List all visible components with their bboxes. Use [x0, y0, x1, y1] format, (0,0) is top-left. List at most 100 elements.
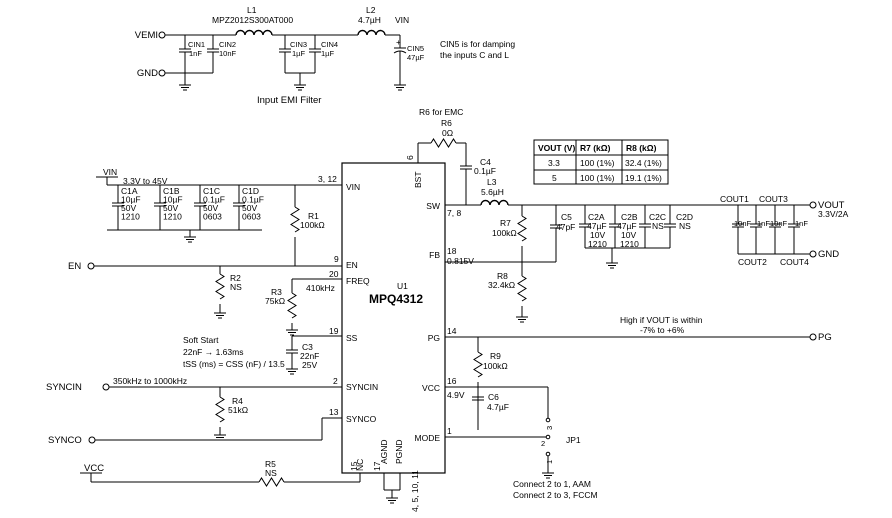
- gnd-terminal-emi[interactable]: [158, 69, 166, 77]
- ss-line-1: 22nF → 1.63ms: [183, 347, 243, 357]
- en-terminal[interactable]: [87, 262, 95, 270]
- vout-terminal[interactable]: [809, 201, 817, 209]
- r7-ref: R7: [500, 218, 511, 228]
- pin-vin-label: VIN: [346, 182, 360, 192]
- r8-ref: R8: [497, 271, 508, 281]
- input-cap-c1c-l3: 0603: [203, 212, 222, 222]
- l1-ref: L1: [247, 5, 257, 15]
- pg-note-1: High if VOUT is within: [620, 315, 703, 325]
- u1-part: MPQ4312: [369, 292, 423, 306]
- cin4-capacitor: CIN4 1µF: [309, 35, 338, 73]
- c2a-capacitor: C2A 47µF 10V 1210: [579, 205, 607, 249]
- syncin-label: SYNCIN: [46, 382, 82, 393]
- en-label: EN: [68, 261, 81, 272]
- pinnum-pgnd: 4, 5, 10, 11: [410, 470, 420, 512]
- pg-terminal[interactable]: [809, 333, 817, 341]
- l2-inductor: [357, 29, 386, 36]
- cin5-value: 47µF: [407, 53, 425, 62]
- input-cap-c1b-l3: 1210: [163, 212, 182, 222]
- input-cap-c1b-ref: C1B: [163, 186, 180, 196]
- jp1-pin-1[interactable]: [545, 451, 551, 457]
- ss-title: Soft Start: [183, 335, 219, 345]
- cin3-value: 1µF: [292, 49, 305, 58]
- l3-inductor: [480, 199, 509, 206]
- l2-ref: L2: [366, 5, 376, 15]
- pg-note-2: -7% to +6%: [640, 325, 685, 335]
- gnd-out-terminal[interactable]: [809, 250, 817, 258]
- vin-input-section: VIN 3.3V to 45V R1 100kΩ: [96, 167, 342, 262]
- jp1-label-3: 3: [545, 426, 554, 430]
- r3-value: 75kΩ: [265, 296, 285, 306]
- input-cap-c1b-l1: 10µF: [163, 195, 183, 205]
- pinnum-vcc: 16: [447, 376, 457, 386]
- input-cap-c1a-l2: 50V: [121, 203, 136, 213]
- cin3-ref: CIN3: [290, 40, 307, 49]
- ss-line-2: tSS (ms) = CSS (nF) / 13.5: [183, 359, 285, 369]
- input-cap-c1c-ref: C1C: [203, 186, 220, 196]
- l3-ref: L3: [487, 177, 497, 187]
- cin1-ref: CIN1: [188, 40, 205, 49]
- synco-terminal[interactable]: [88, 436, 96, 444]
- jp1-pin-2[interactable]: [545, 434, 551, 440]
- l2-value: 4.7µH: [358, 15, 381, 25]
- vcc-voltage: 4.9V: [447, 390, 465, 400]
- pin-syncin-label: SYNCIN: [346, 382, 378, 392]
- input-cap-c1c-l1: 0.1µF: [203, 195, 225, 205]
- input-cap-c1d-l3: 0603: [242, 212, 261, 222]
- mode-jp1-section: 3 2 1 JP1 Connect 2 to 1, AAM Connect 2 …: [445, 417, 598, 500]
- r6-note: R6 for EMC: [419, 107, 463, 117]
- r4-ref: R4: [232, 396, 243, 406]
- pinnum-sw: 7, 8: [447, 208, 461, 218]
- u1-ref: U1: [397, 281, 408, 291]
- jp1-label-1: 1: [545, 460, 554, 464]
- cout3-value: 10nF: [770, 219, 788, 228]
- r3-resistor: R3 75kΩ: [265, 279, 299, 336]
- cout1-value: 10nF: [734, 219, 752, 228]
- syncin-terminal[interactable]: [102, 383, 110, 391]
- jp1-pin-3[interactable]: [545, 417, 551, 423]
- vcc-label: VCC: [84, 463, 104, 474]
- freq-value: 410kHz: [306, 283, 335, 293]
- cin2-capacitor: CIN2 10nF: [207, 35, 237, 73]
- c2b-ref: C2B: [621, 212, 638, 222]
- r2-ref: R2: [230, 273, 241, 283]
- cin5-note-1: CIN5 is for damping: [440, 39, 515, 49]
- r9-value: 100kΩ: [483, 361, 508, 371]
- r6-ref: R6: [441, 118, 452, 128]
- l3-value: 5.6µH: [481, 187, 504, 197]
- c2b-l2: 10V: [621, 230, 636, 240]
- pg-label: PG: [818, 332, 832, 343]
- table-header-r7: R7 (kΩ): [580, 143, 611, 153]
- vemi-terminal[interactable]: [158, 31, 166, 39]
- vin-range: 3.3V to 45V: [123, 176, 168, 186]
- input-cap-c1a-ref: C1A: [121, 186, 138, 196]
- feedback-section: R7 100kΩ 0.815V R8 32.4kΩ C5 47pF: [445, 205, 575, 323]
- table-row2-r7: 100 (1%): [580, 173, 615, 183]
- fb-voltage: 0.815V: [447, 256, 474, 266]
- syncin-section: SYNCIN 350kHz to 1000kHz R4 51kΩ: [46, 376, 342, 441]
- c2a-ref: C2A: [588, 212, 605, 222]
- pinnum-pg: 14: [447, 326, 457, 336]
- c2d-l1: NS: [679, 221, 691, 231]
- c4-ref: C4: [480, 157, 491, 167]
- synco-section: SYNCO: [48, 417, 342, 446]
- r6-value: 0Ω: [442, 128, 453, 138]
- input-cap-c1c-l2: 50V: [203, 203, 218, 213]
- pinnum-agnd: 17: [372, 461, 382, 471]
- r5-value: NS: [265, 468, 277, 478]
- input-cap-c1d-l2: 50V: [242, 203, 257, 213]
- input-cap-c1b-l2: 50V: [163, 203, 178, 213]
- cin4-value: 1µF: [321, 49, 334, 58]
- c6-ref: C6: [488, 392, 499, 402]
- table-header-vout: VOUT (V): [538, 143, 575, 153]
- cin5-capacitor: + CIN5 47µF: [393, 37, 425, 91]
- bst-section: R6 for EMC R6 0Ω C4 0.1µF: [417, 107, 496, 205]
- r1-value: 100kΩ: [300, 220, 325, 230]
- ss-section: C3 22nF 25V Soft Start 22nF → 1.63ms tSS…: [183, 335, 342, 375]
- table-header-r8: R8 (kΩ): [626, 143, 657, 153]
- pinnum-synco: 13: [329, 407, 339, 417]
- r2-resistor: R2 NS: [213, 266, 242, 319]
